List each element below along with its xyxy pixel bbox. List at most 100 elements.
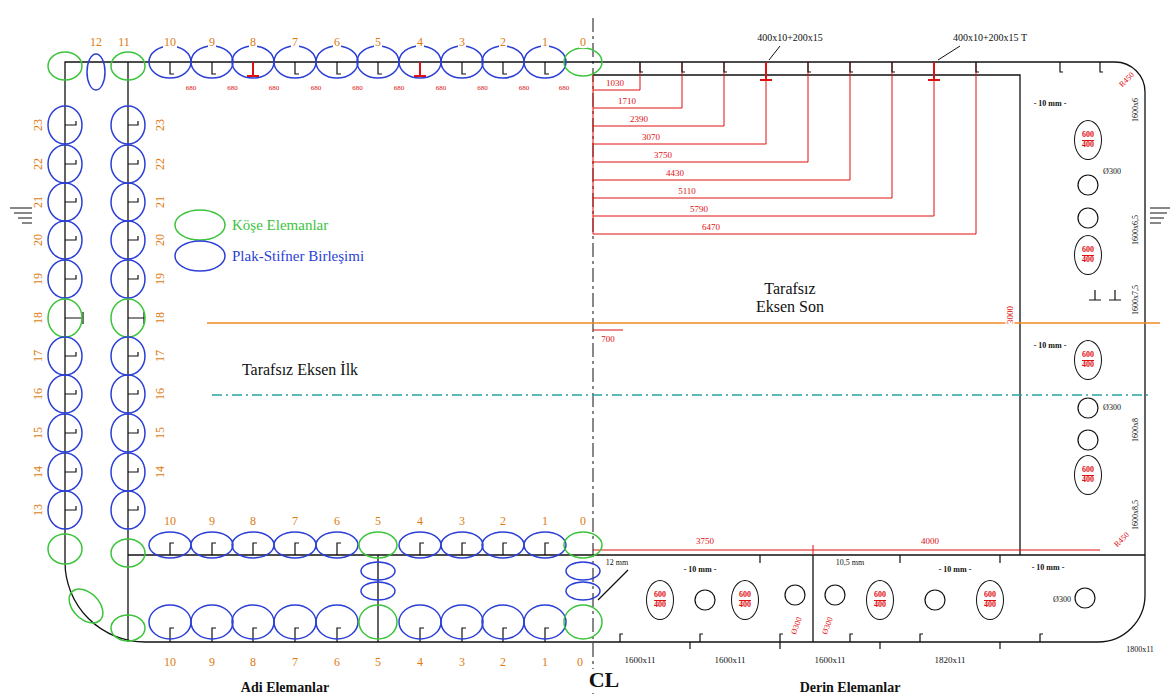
section-title: Derin Elemanlar bbox=[799, 681, 902, 695]
hole-size: Ø300 bbox=[1102, 404, 1122, 412]
plate-stiffener-circle bbox=[191, 605, 233, 639]
plate-stiffener-circle bbox=[566, 582, 600, 600]
plate-stiffener-circle bbox=[111, 221, 145, 259]
hole bbox=[695, 590, 715, 610]
plate-stiffener-circle bbox=[111, 337, 145, 375]
plate-stiffener-circle bbox=[111, 414, 145, 452]
dimension: 700 bbox=[600, 335, 616, 344]
plate-size: 1600x6,5 bbox=[1132, 214, 1140, 246]
callout-number: 7 bbox=[291, 36, 299, 48]
opening-oval: 600400 bbox=[1074, 235, 1102, 275]
hole bbox=[825, 585, 845, 605]
corner-circle bbox=[111, 299, 145, 337]
callout-number: 8 bbox=[249, 36, 257, 48]
spacing-dimension: 680 bbox=[351, 85, 364, 92]
plate-size: 1600x8 bbox=[1132, 417, 1140, 443]
callout-number: 9 bbox=[208, 36, 216, 48]
radius-label: R450 bbox=[1112, 530, 1131, 549]
plate-size: 1600x6 bbox=[1132, 97, 1140, 123]
member-size: 400x10+200x15 T bbox=[952, 33, 1028, 43]
legend-text: Köşe Elemanlar bbox=[232, 218, 328, 233]
plate-stiffener-circle bbox=[482, 605, 524, 639]
dimension: 2390 bbox=[629, 115, 649, 124]
plate-stiffener-circle bbox=[111, 183, 145, 221]
plate-stiffener-circle bbox=[48, 260, 82, 298]
side-stringer bbox=[1089, 290, 1121, 300]
plate-stiffener-circle bbox=[111, 491, 145, 529]
callout-number: 19 bbox=[32, 272, 44, 286]
callout-number: 4 bbox=[416, 656, 424, 668]
neutral-axis-final bbox=[207, 322, 1160, 324]
plate-stiffener-circle bbox=[482, 532, 524, 558]
callout-number: 18 bbox=[154, 311, 166, 325]
deck-stiffener bbox=[170, 62, 549, 74]
plate-stiffener-circle bbox=[48, 491, 82, 529]
plate-stiffener-circle bbox=[111, 145, 145, 183]
callout-number: 21 bbox=[32, 195, 44, 209]
waterline-symbol bbox=[10, 208, 1170, 223]
plate-stiffener-circle bbox=[232, 532, 274, 558]
lightening-holes bbox=[695, 175, 1098, 610]
axis-label: Tarafsız Eksen Son bbox=[744, 280, 836, 317]
corner-circle bbox=[359, 532, 397, 558]
plate-stiffener-circle bbox=[316, 532, 358, 558]
dimension: 6470 bbox=[701, 223, 721, 232]
callout-number: 1 bbox=[541, 656, 549, 668]
corner-circle bbox=[63, 583, 110, 630]
callout-number: 10 bbox=[163, 515, 177, 527]
thickness-label: - 10 mm - bbox=[1033, 342, 1068, 350]
opening-oval: 600400 bbox=[976, 580, 1004, 620]
opening-size: 600 bbox=[739, 591, 751, 601]
stiffeners bbox=[65, 62, 1121, 649]
plate-stiffener-circle bbox=[441, 605, 483, 639]
callout-number: 16 bbox=[154, 387, 166, 401]
spacing-dimension: 680 bbox=[226, 85, 239, 92]
callout-number: 15 bbox=[32, 426, 44, 440]
callout-number: 0 bbox=[576, 656, 584, 668]
callout-number: 23 bbox=[154, 118, 166, 132]
callout-number: 3 bbox=[458, 656, 466, 668]
bottom-stiffener-right bbox=[620, 555, 1043, 642]
hull-structure bbox=[65, 62, 1145, 642]
plate-stiffener-circle bbox=[191, 46, 233, 78]
plate-stiffener-circle bbox=[399, 532, 441, 558]
plate-size: 1600x11 bbox=[623, 656, 656, 665]
corner-circle bbox=[111, 615, 145, 641]
plate-stiffener-circle bbox=[191, 532, 233, 558]
thickness-label: - 10 mm - bbox=[938, 566, 973, 574]
plate-joint bbox=[690, 642, 1000, 649]
dimension: 1030 bbox=[605, 79, 625, 88]
opening-oval: 600400 bbox=[1074, 455, 1102, 495]
opening-size: 600 bbox=[984, 591, 996, 601]
plate-stiffener-circle bbox=[48, 337, 82, 375]
dimension: 3070 bbox=[641, 133, 661, 142]
opening-size: 600 bbox=[654, 591, 666, 601]
plate-size: 1800x11 bbox=[1125, 646, 1155, 654]
web-frame bbox=[593, 75, 1020, 555]
deck-girder bbox=[247, 62, 940, 80]
callout-number: 14 bbox=[154, 465, 166, 479]
dimension: 5110 bbox=[677, 187, 697, 196]
plate-stiffener-circle bbox=[48, 375, 82, 413]
callout-number: 1 bbox=[541, 515, 549, 527]
opening-size: 600 bbox=[1082, 131, 1094, 141]
plate-stiffener-circle bbox=[232, 46, 274, 78]
bottom-girder bbox=[378, 555, 813, 642]
dimension: 3000 bbox=[1006, 305, 1015, 325]
corner-circle bbox=[111, 539, 145, 567]
callout-number: 3 bbox=[458, 36, 466, 48]
legend-sample bbox=[175, 241, 225, 271]
plate-stiffener-circle bbox=[232, 605, 274, 639]
centerline-symbol: CL bbox=[588, 669, 621, 691]
callout-number: 10 bbox=[163, 36, 177, 48]
dimension: 5790 bbox=[689, 205, 709, 214]
plate-stiffener-circle bbox=[316, 605, 358, 639]
plate-stiffener-circle bbox=[482, 46, 524, 78]
opening-size: 400 bbox=[654, 601, 666, 610]
thickness-label: 12 mm bbox=[605, 559, 629, 567]
callout-number: 0 bbox=[579, 515, 587, 527]
callout-number: 3 bbox=[458, 515, 466, 527]
callout-number: 13 bbox=[32, 503, 44, 517]
opening-size: 400 bbox=[1082, 141, 1094, 150]
